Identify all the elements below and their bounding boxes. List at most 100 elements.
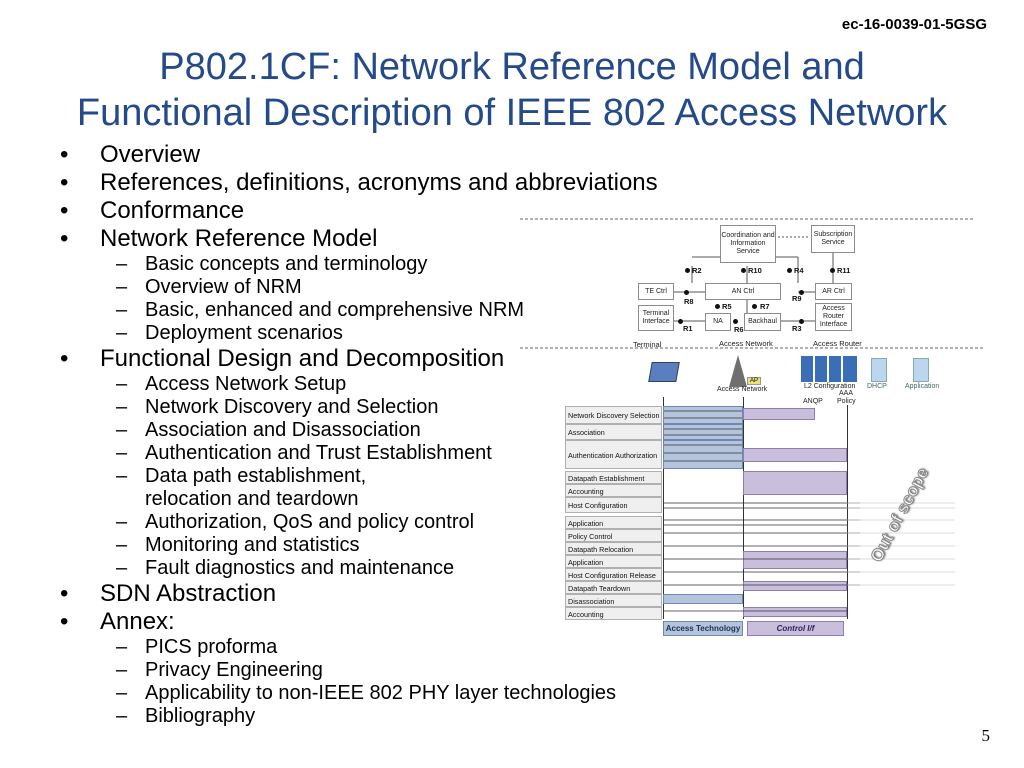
dash: –: [116, 276, 128, 298]
access-tech-band: [663, 406, 743, 424]
legend-control-if: Control I/f: [747, 621, 844, 636]
dash: –: [116, 299, 128, 321]
refpoint-r10: R10: [748, 266, 762, 275]
entity-aaa: AAA: [839, 390, 854, 397]
domain-access-network: Access Network: [719, 339, 773, 348]
phase-label: Host Configuration Release: [565, 568, 662, 581]
refpoint-dot: [685, 268, 690, 273]
refpoint-r4: R4: [794, 266, 804, 275]
refpoint-dot: [799, 319, 804, 324]
phase-label: Datapath Relocation: [565, 542, 662, 555]
title-line-2: Functional Description of IEEE 802 Acces…: [76, 92, 948, 134]
refpoint-dot: [830, 268, 835, 273]
outline-subitem: –Network Discovery and Selection: [58, 396, 658, 419]
dash: –: [116, 419, 128, 441]
dash: –: [116, 705, 128, 727]
outline-subitem: –Overview of NRM: [58, 276, 658, 299]
outline-subtext: Data path establishment,: [145, 465, 367, 487]
outline-subtext: Deployment scenarios: [145, 322, 343, 344]
refpoint-r7: R7: [760, 302, 770, 311]
phase-label: Disassociation: [565, 594, 662, 607]
dash: –: [116, 322, 128, 344]
refpoint-r8: R8: [684, 297, 694, 306]
entity-policy: Policy: [837, 398, 856, 405]
bullet: •: [60, 141, 69, 168]
phase-label: Network Discovery Selection: [565, 406, 662, 424]
ap-tag: AP: [747, 377, 762, 385]
dash: –: [116, 511, 128, 533]
an-ctrl-box: AN Ctrl: [705, 283, 781, 300]
outline-text: Network Reference Model: [100, 225, 378, 252]
outline-subtext: Authentication and Trust Establishment: [145, 442, 492, 464]
refpoint-r2: R2: [692, 266, 702, 275]
outline-subitem: –Authorization, QoS and policy control: [58, 511, 658, 534]
na-box: NA: [705, 313, 731, 331]
outline-text: Annex:: [100, 608, 175, 635]
refpoint-r3: R3: [792, 324, 802, 333]
te-ctrl-box: TE Ctrl: [638, 283, 674, 300]
slide-title: P802.1CF: Network Reference Model and Fu…: [0, 44, 1024, 136]
out-of-scope-overlay: [860, 495, 980, 615]
refpoint-dot: [799, 290, 804, 295]
bullet: •: [60, 225, 69, 252]
phase-label: Application: [565, 555, 662, 568]
application-server-icon: [913, 358, 929, 382]
outline-subtext: PICS proforma: [145, 636, 278, 658]
dash: –: [116, 396, 128, 418]
dash: –: [116, 682, 128, 704]
outline-text: Conformance: [100, 197, 245, 224]
bullet: •: [60, 345, 69, 372]
outline-item-sdn: •SDN Abstraction: [58, 580, 658, 608]
phase-label: Accounting: [565, 607, 662, 620]
refpoint-r11: R11: [837, 266, 851, 275]
entity-application: Application: [905, 383, 940, 390]
ar-ctrl-box: AR Ctrl: [815, 283, 852, 300]
control-if-band: [743, 471, 847, 495]
outline-subtext: Basic, enhanced and comprehensive NRM: [145, 299, 525, 321]
outline-subtext: Authorization, QoS and policy control: [145, 511, 475, 533]
outline-text: Functional Design and Decomposition: [100, 345, 505, 372]
bullet: •: [60, 580, 69, 607]
outline-item-functional: • Functional Design and Decomposition: [58, 345, 658, 373]
legend-access-technology: Access Technology: [663, 621, 743, 636]
outline-text: Overview: [100, 141, 201, 168]
outline-subtext: Privacy Engineering: [145, 659, 323, 681]
lifeline-core: [847, 405, 848, 619]
refpoint-dot: [684, 290, 689, 295]
refpoint-dot: [752, 304, 757, 309]
outline-subitem: –Basic concepts and terminology: [58, 253, 658, 276]
domain-access-router: Access Router: [813, 339, 862, 348]
phase-label: Datapath Teardown: [565, 581, 662, 594]
page-number: 5: [981, 726, 991, 745]
outline-subitem: –Bibliography: [58, 705, 658, 728]
entity-l2-configuration: L2 Configuration: [804, 383, 856, 390]
phase-label: Policy Control: [565, 529, 662, 542]
dash: –: [116, 442, 128, 464]
backhaul-box: Backhaul: [744, 313, 781, 331]
title-line-1: P802.1CF: Network Reference Model and: [159, 46, 865, 88]
control-if-band: [743, 607, 847, 617]
outline-subtext: Network Discovery and Selection: [145, 396, 439, 418]
figure-lines: [520, 218, 985, 349]
server-rack-icon: [801, 356, 857, 382]
outline-subtext: Access Network Setup: [145, 373, 347, 395]
outline-subtext: Basic concepts and terminology: [145, 253, 428, 275]
control-if-band: [743, 551, 847, 569]
outline-item-overview: • Overview: [58, 141, 658, 169]
outline-subitem: –Fault diagnostics and maintenance: [58, 557, 658, 580]
control-if-band: [743, 581, 847, 591]
refpoint-r5: R5: [722, 302, 732, 311]
refpoint-r1: R1: [683, 324, 693, 333]
refpoint-dot: [678, 319, 683, 324]
phase-label: Accounting: [565, 484, 662, 497]
access-tech-band: [663, 594, 743, 604]
control-if-band: [743, 448, 847, 462]
outline-subitem: –Deployment scenarios: [58, 322, 658, 345]
outline-subtext: Bibliography: [145, 705, 256, 727]
control-if-band: [743, 408, 815, 420]
outline-subitem: –Association and Disassociation: [58, 419, 658, 442]
outline-subitem-continuation: relocation and teardown: [145, 488, 359, 510]
outline-subitem: –Monitoring and statistics: [58, 534, 658, 557]
refpoint-dot: [741, 268, 746, 273]
dash: –: [116, 465, 128, 487]
